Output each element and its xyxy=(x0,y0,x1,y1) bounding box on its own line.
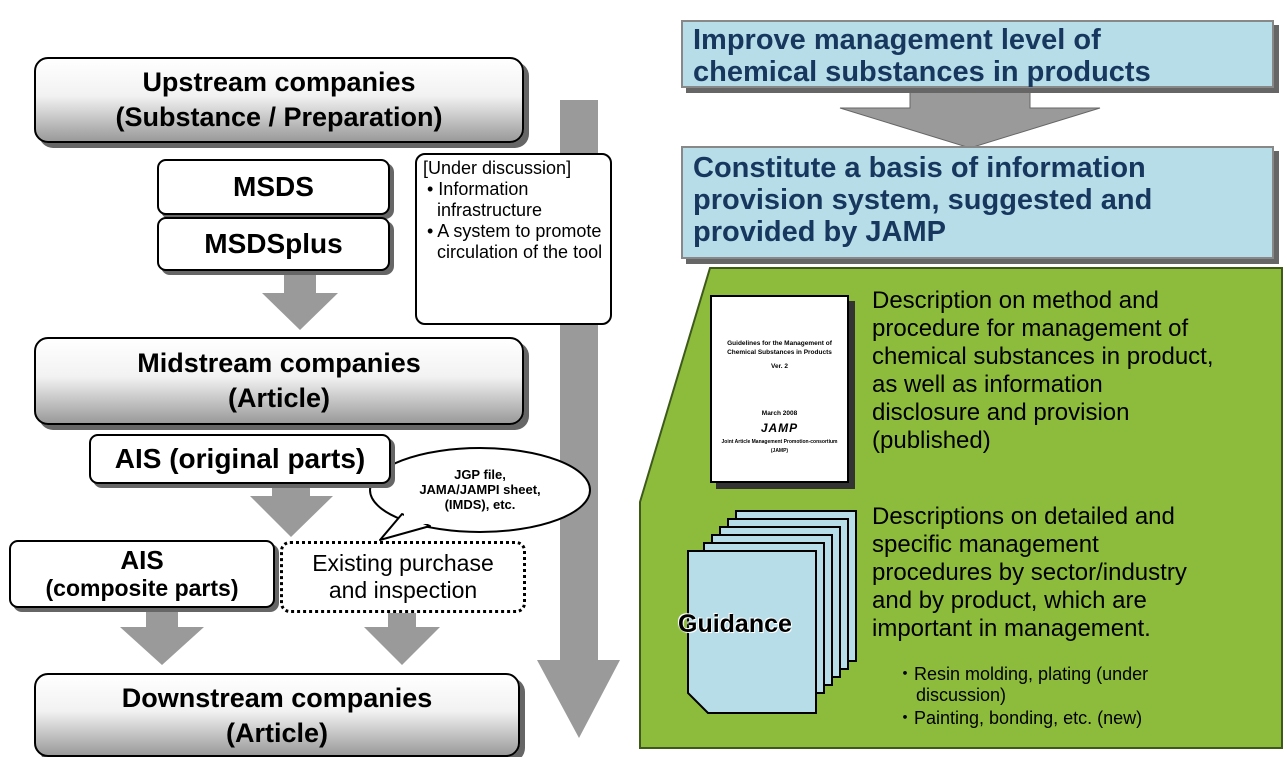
guidance-label: Guidance xyxy=(678,610,792,638)
guidance-description: Descriptions on detailed and specific ma… xyxy=(872,503,1187,642)
upstream-companies-box: Upstream companies (Substance / Preparat… xyxy=(34,57,524,143)
ais-composite-parts-box: AIS (composite parts) xyxy=(9,540,275,608)
down-arrow-composite xyxy=(120,609,204,665)
guidelines-booklet-cover: Guidelines for the Management of Chemica… xyxy=(710,295,849,483)
down-arrow-existing xyxy=(364,609,440,665)
midstream-companies-box: Midstream companies (Article) xyxy=(34,337,524,425)
downstream-companies-box: Downstream companies (Article) xyxy=(34,673,520,757)
down-arrow-right xyxy=(839,87,1101,149)
msdsplus-box: MSDSplus xyxy=(157,217,390,271)
speech-bubble xyxy=(369,447,591,533)
ais-original-parts-box: AIS (original parts) xyxy=(89,434,391,484)
msds-box: MSDS xyxy=(157,159,390,215)
jamp-basis-box: Constitute a basis of information provis… xyxy=(681,146,1274,259)
down-arrow-ais xyxy=(250,469,333,537)
down-arrow-msds xyxy=(262,265,338,330)
guidelines-description: Description on method and procedure for … xyxy=(872,287,1214,454)
under-discussion-note: [Under discussion] • Information infrast… xyxy=(415,153,612,325)
existing-purchase-inspection-box: Existing purchase and inspection xyxy=(280,541,526,613)
speech-bubble-text: JGP file, JAMA/JAMPI sheet, (IMDS), etc. xyxy=(419,467,541,512)
long-down-arrow xyxy=(537,100,620,738)
bullet-painting-bonding: ・Painting, bonding, etc. (new) xyxy=(896,708,1143,728)
improve-management-box: Improve management level of chemical sub… xyxy=(681,20,1274,88)
jamp-logo: JAMP xyxy=(760,421,799,435)
guidance-stack-icon xyxy=(687,510,857,714)
bullet-resin-molding: ・Resin molding, plating (under discussio… xyxy=(896,664,1149,705)
